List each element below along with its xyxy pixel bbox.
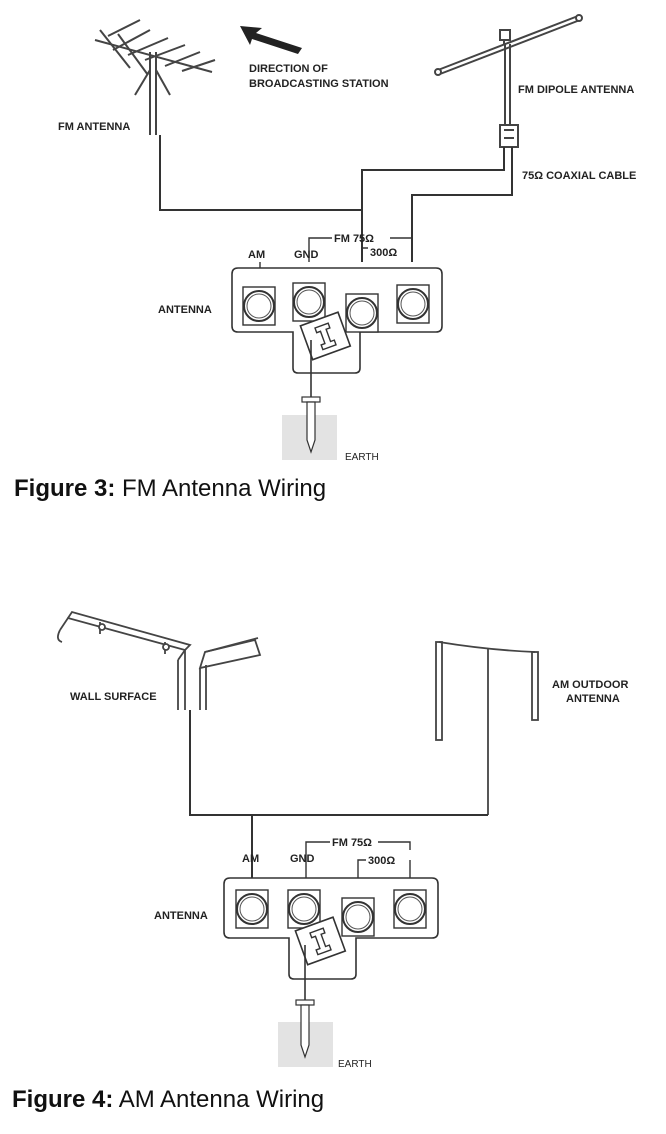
am-outdoor-antenna [435,641,539,815]
earth-ground [278,945,333,1067]
antenna-terminal-plate [223,877,439,980]
coax-label: 75Ω COAXIAL CABLE [522,170,636,182]
direction-label-1: DIRECTION OF [249,63,328,75]
terminal-gnd [292,282,326,322]
fm-wiring-diagram: FM 75Ω 300Ω AM GND [58,14,636,463]
fm75-label: FM 75Ω [334,233,374,245]
terminal-gnd [287,889,321,929]
figure-title: AM Antenna Wiring [118,1086,325,1113]
earth-label: EARTH [338,1059,372,1070]
am-wires [189,710,488,878]
figure-4: FM 75Ω 300Ω AM GND [0,560,666,1134]
terminal-fm75 [345,293,379,333]
am-outdoor-label-1: AM OUTDOOR [552,679,628,691]
direction-arrow [240,26,302,54]
fm-yagi-antenna [94,19,216,135]
terminal-300 [393,889,427,929]
wall-surface-label: WALL SURFACE [70,691,157,703]
terminal-am [235,889,269,929]
antenna-label: ANTENNA [154,910,208,922]
earth-label: EARTH [345,452,379,463]
terminal-fm75 [341,897,375,937]
fm-dipole-antenna [434,14,583,148]
am-terminal-label: AM [248,249,265,261]
fm-dipole-label: FM DIPOLE ANTENNA [518,84,634,96]
am-terminal-label: AM [242,853,259,865]
fm75-label: FM 75Ω [332,837,372,849]
ground-clip [299,311,352,361]
figure-3: FM 75Ω 300Ω AM GND [0,0,666,520]
figure-title: FM Antenna Wiring [122,475,327,502]
figure-caption: Figure 4: AM Antenna Wiring [12,1086,324,1114]
wall-surface [57,610,262,710]
terminal-am [242,286,276,326]
earth-ground [282,340,337,460]
fm-bracket: FM 75Ω 300Ω AM GND [242,837,411,878]
ground-clip [294,916,347,966]
ohm300-label: 300Ω [368,855,395,867]
figure-number: Figure 4: [12,1086,114,1113]
fm-bracket: FM 75Ω 300Ω AM GND [248,233,413,268]
gnd-terminal-label: GND [294,249,319,261]
am-outdoor-label-2: ANTENNA [566,693,620,705]
direction-label-2: BROADCASTING STATION [249,78,389,90]
figure-caption: Figure 3: FM Antenna Wiring [14,475,326,503]
gnd-terminal-label: GND [290,853,315,865]
antenna-terminal-plate [231,267,443,374]
ohm300-label: 300Ω [370,247,397,259]
fm-antenna-label: FM ANTENNA [58,121,130,133]
terminal-300 [396,284,430,324]
figure-number: Figure 3: [14,475,116,502]
am-wiring-diagram: FM 75Ω 300Ω AM GND [57,610,628,1070]
antenna-label: ANTENNA [158,304,212,316]
